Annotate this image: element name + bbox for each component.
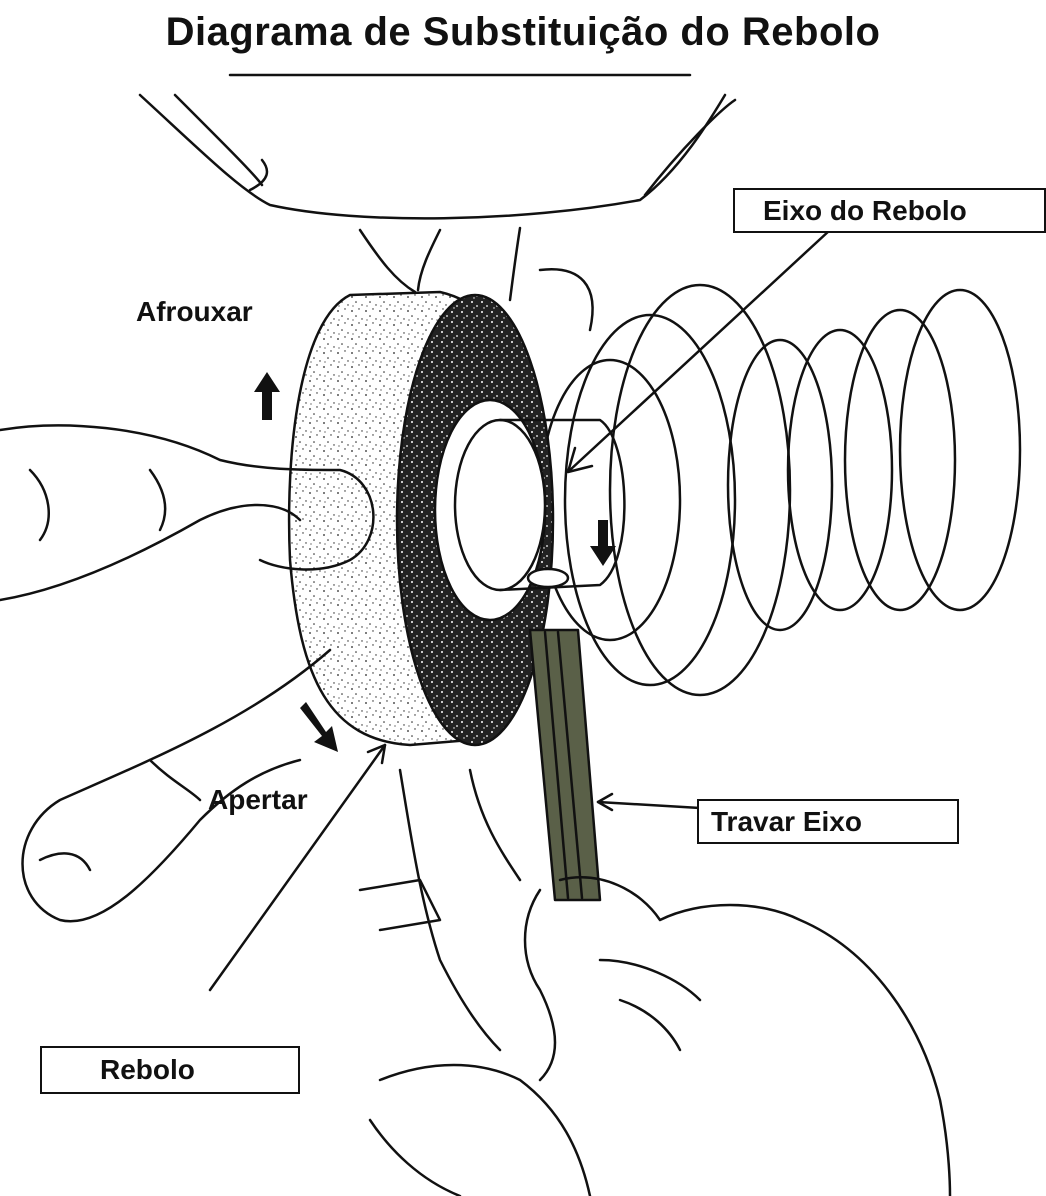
lock-leader-line	[598, 802, 700, 808]
lock-rod	[530, 630, 600, 900]
lock-label: Travar Eixo	[697, 799, 959, 844]
lock-label-text: Travar Eixo	[711, 806, 862, 838]
wheel-label-text: Rebolo	[100, 1054, 195, 1086]
loosen-label: Afrouxar	[136, 296, 253, 328]
tighten-label: Apertar	[208, 784, 308, 816]
wheel-leader-line	[210, 745, 385, 990]
wheel-guard	[140, 75, 735, 300]
spindle-housing	[540, 269, 1020, 695]
machine-base	[360, 770, 520, 1050]
right-hand	[370, 877, 950, 1196]
loosen-arrow-icon	[254, 372, 280, 420]
wheel-label: Rebolo	[40, 1046, 300, 1094]
spindle-label-text: Eixo do Rebolo	[763, 195, 967, 227]
spindle-leader-line	[570, 230, 830, 470]
spindle-label: Eixo do Rebolo	[733, 188, 1046, 233]
